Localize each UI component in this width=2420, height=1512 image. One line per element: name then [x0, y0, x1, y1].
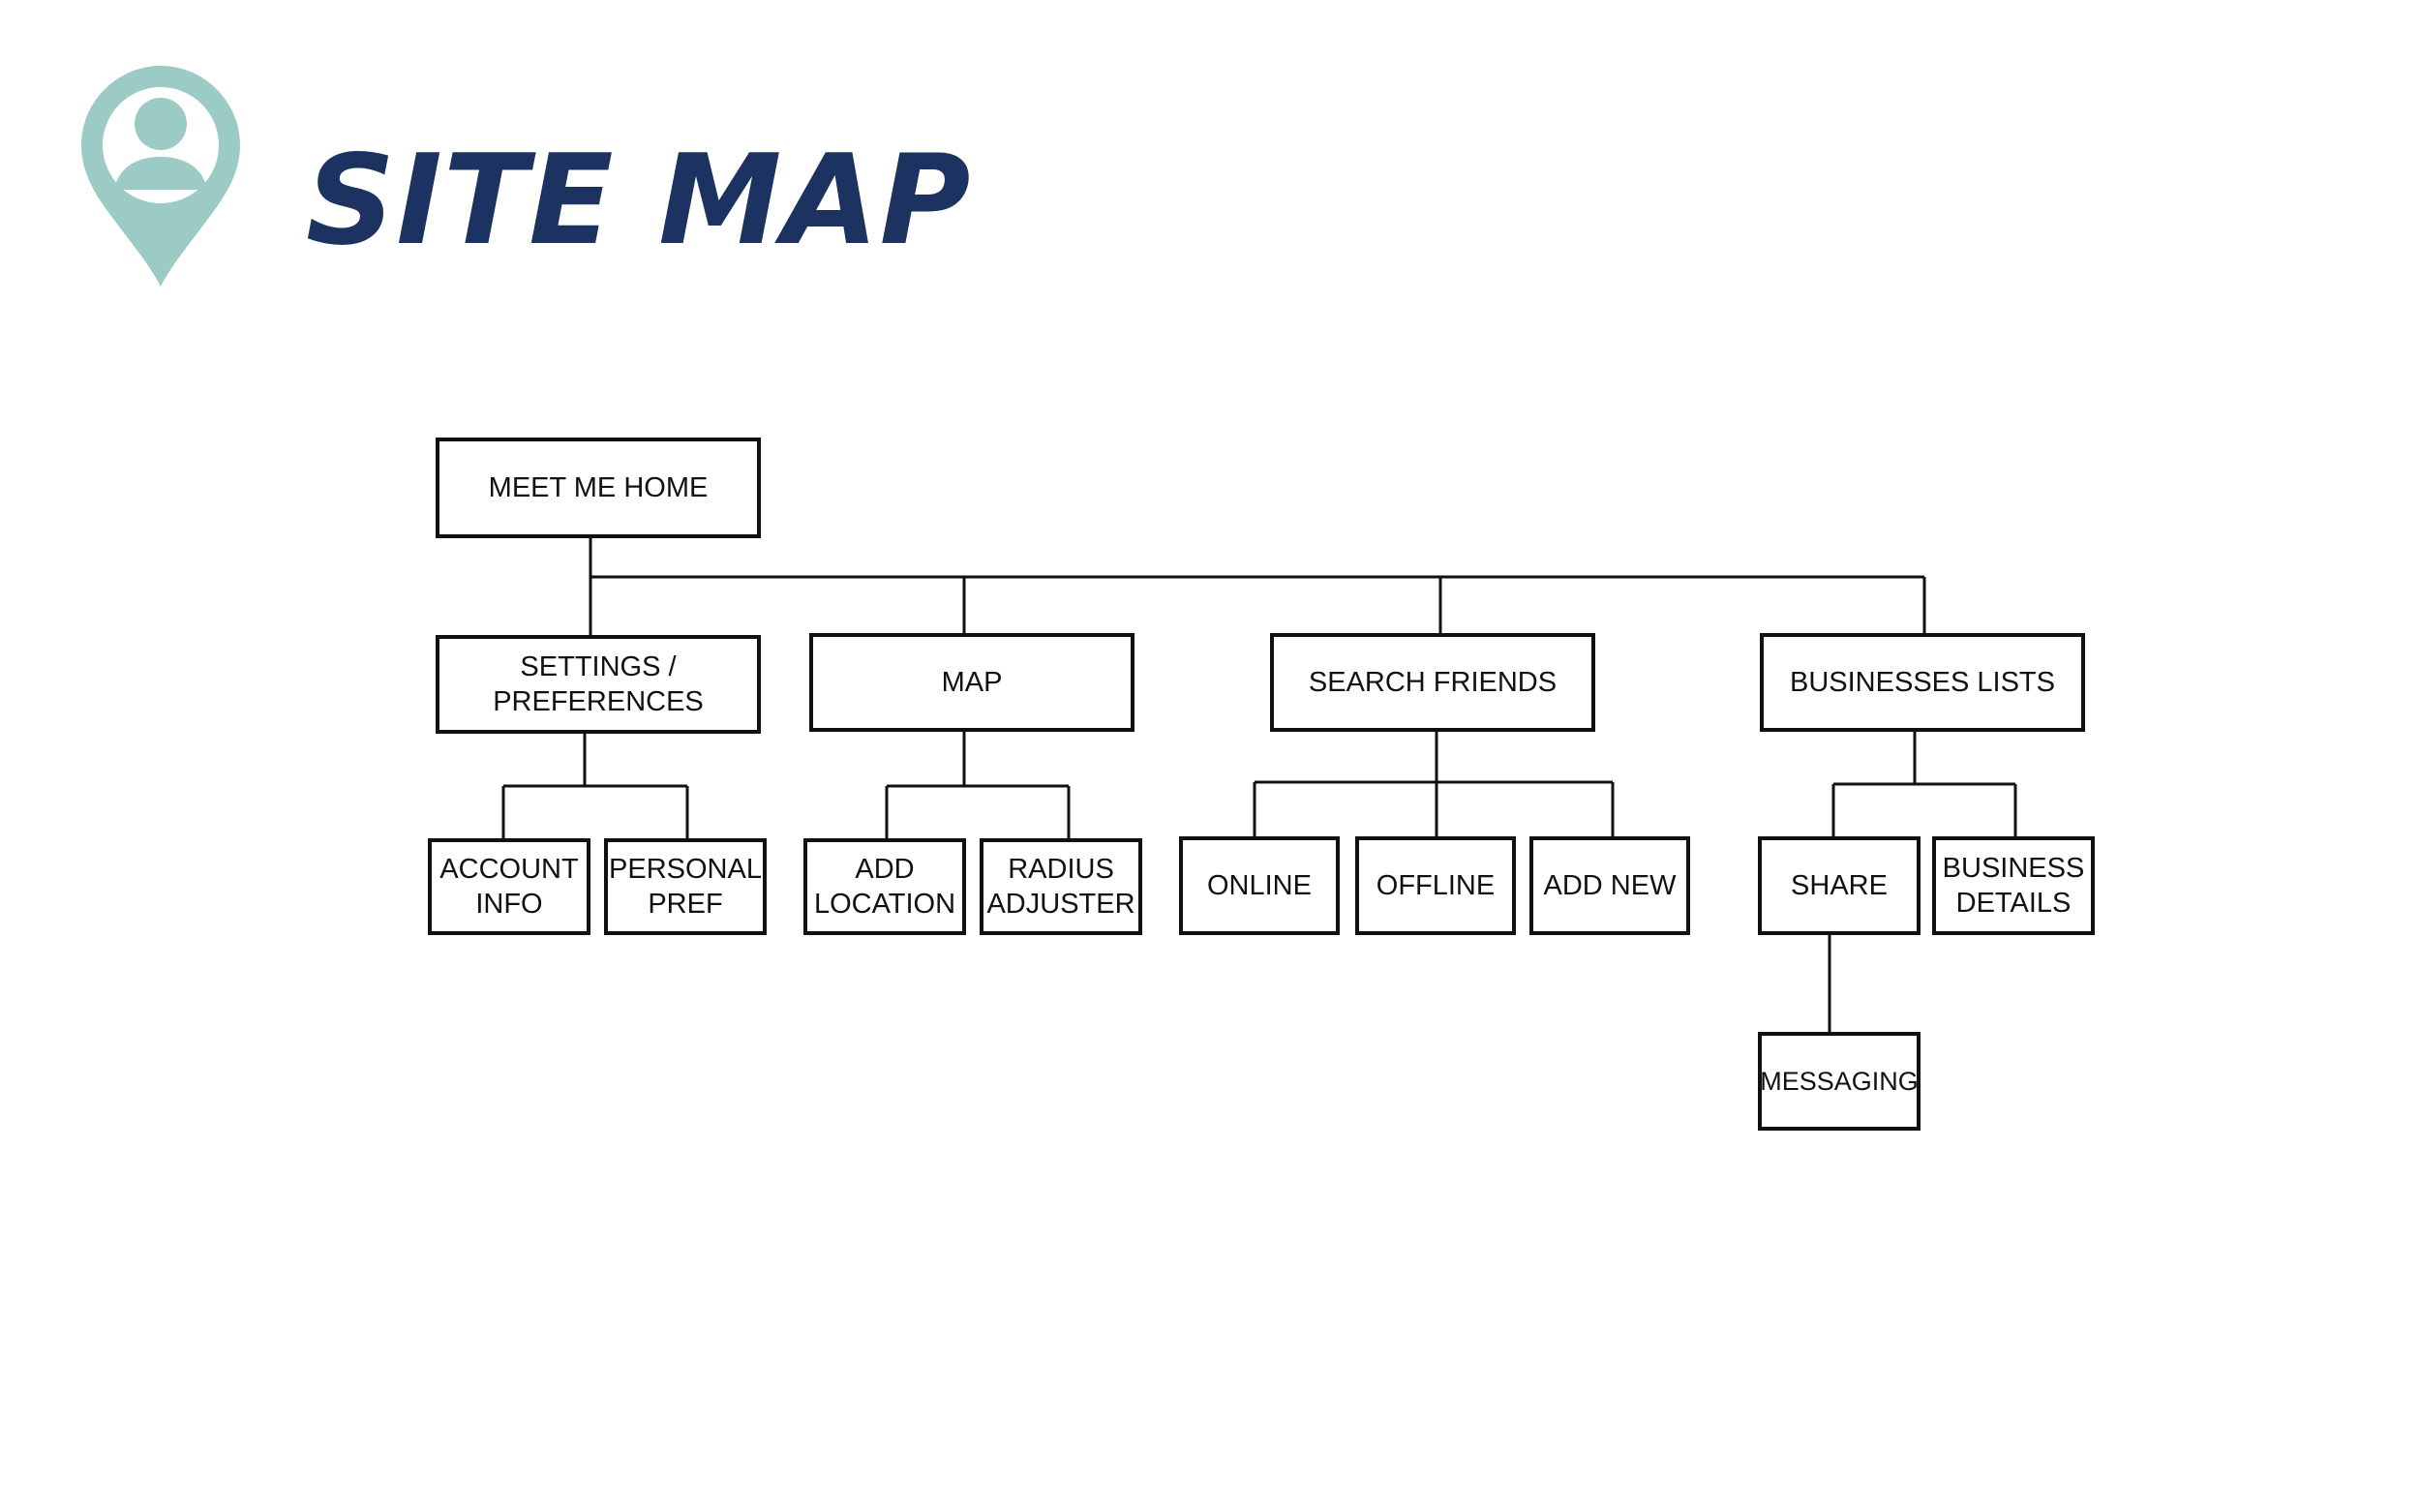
node-radius-adjuster: RADIUS ADJUSTER	[980, 838, 1142, 935]
person-body	[114, 157, 207, 190]
node-online: ONLINE	[1179, 836, 1340, 935]
node-account-info: ACCOUNT INFO	[428, 838, 590, 935]
node-personal-pref: PERSONAL PREF	[604, 838, 767, 935]
node-messaging: MESSAGING	[1758, 1032, 1921, 1131]
node-label: OFFLINE	[1376, 870, 1496, 901]
node-businesses-lists: BUSINESSES LISTS	[1760, 633, 2085, 732]
node-business-details: BUSINESS DETAILS	[1932, 836, 2095, 935]
node-label: BUSINESSES LISTS	[1790, 667, 2055, 698]
node-label: SHARE	[1791, 870, 1888, 901]
node-label: ACCOUNT INFO	[439, 854, 579, 920]
node-share: SHARE	[1758, 836, 1921, 935]
node-add-new: ADD NEW	[1529, 836, 1690, 935]
node-add-location: ADD LOCATION	[803, 838, 966, 935]
node-label: ONLINE	[1207, 870, 1312, 901]
person-head	[135, 98, 187, 150]
node-label: PERSONAL PREF	[609, 854, 762, 920]
node-label: MESSAGING	[1760, 1067, 1919, 1096]
node-meet-me-home: MEET ME HOME	[436, 438, 761, 538]
node-label: BUSINESS DETAILS	[1942, 853, 2085, 919]
node-label: MEET ME HOME	[488, 472, 709, 503]
node-label: SETTINGS / PREFERENCES	[493, 651, 704, 717]
node-search-friends: SEARCH FRIENDS	[1270, 633, 1595, 732]
page-title: SITE MAP	[306, 129, 972, 273]
node-label: MAP	[941, 667, 1003, 698]
node-offline: OFFLINE	[1355, 836, 1516, 935]
node-label: ADD NEW	[1543, 870, 1677, 901]
node-settings-preferences: SETTINGS / PREFERENCES	[436, 635, 761, 734]
node-map: MAP	[809, 633, 1134, 732]
node-label: RADIUS ADJUSTER	[986, 854, 1135, 920]
node-label: ADD LOCATION	[813, 854, 956, 920]
node-label: SEARCH FRIENDS	[1308, 667, 1558, 698]
location-pin-person-icon	[81, 66, 240, 287]
